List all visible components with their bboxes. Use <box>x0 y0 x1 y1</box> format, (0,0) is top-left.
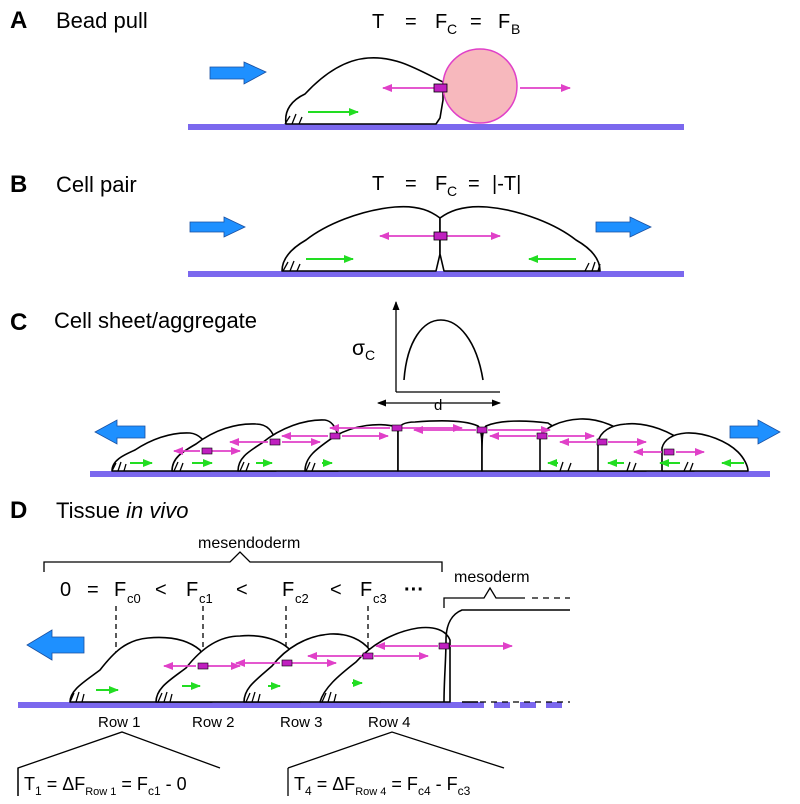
junction-c-7 <box>596 438 608 446</box>
ineq-lt-3: < <box>330 579 342 601</box>
eq-a-f: F <box>435 11 447 33</box>
junction-c-2 <box>269 438 281 446</box>
panel-title-c: Cell sheet/aggregate <box>54 308 257 333</box>
panel-d: D Tissue in vivo mesendoderm mesoderm 0 … <box>10 497 570 798</box>
stress-profile-plot: σ C d <box>352 301 501 414</box>
panel-title-b: Cell pair <box>56 172 137 197</box>
panel-letter-a: A <box>10 7 27 34</box>
mesoderm-label: mesoderm <box>454 569 530 586</box>
t1-equation: T1 = ΔFRow 1 = Fc1 - 0 <box>24 774 187 798</box>
cell-a <box>284 57 444 125</box>
cell-b-left <box>281 205 441 272</box>
panel-letter-d: D <box>10 497 27 524</box>
eq-a-sub-c: C <box>447 21 457 37</box>
migration-arrow-left-d <box>26 629 85 661</box>
equation-a: T = F C = F B <box>372 11 520 37</box>
ineq-f0: F <box>114 579 126 601</box>
d-label: d <box>434 397 442 414</box>
sigma-label: σ <box>352 337 365 360</box>
force-inequality: 0 = F c0 < F c1 < F c2 < F c3 ··· <box>60 579 424 606</box>
eq-a-equals-2: = <box>470 11 482 33</box>
migration-arrow-left-b <box>189 216 246 238</box>
substrate-d <box>18 702 484 708</box>
panel-title-d: Tissue in vivo <box>56 498 188 523</box>
ineq-zero: 0 <box>60 579 71 601</box>
substrate-dash-2 <box>520 702 536 708</box>
ineq-lt-2: < <box>236 579 248 601</box>
mesendoderm-bracket <box>43 551 443 572</box>
eq-a-sub-b: B <box>511 21 520 37</box>
ineq-f2: F <box>282 579 294 601</box>
substrate-a <box>188 124 684 130</box>
substrate-dash-1 <box>494 702 510 708</box>
junction-c-5 <box>476 426 488 434</box>
panel-c: C Cell sheet/aggregate σ C d <box>10 301 781 477</box>
panel-title-a: Bead pull <box>56 8 148 33</box>
junction-c-6 <box>536 432 548 440</box>
junction-d-4 <box>438 642 450 650</box>
bead <box>442 48 518 124</box>
panel-a: A Bead pull T = F C = F B <box>10 7 684 130</box>
ineq-equals: = <box>87 579 99 601</box>
t4-equation: T4 = ΔFRow 4 = Fc4 - Fc3 <box>294 774 471 798</box>
panel-letter-c: C <box>10 309 27 336</box>
substrate-b <box>188 271 684 277</box>
junction-a <box>433 83 448 93</box>
eq-b-t: T <box>372 173 384 195</box>
migration-arrow-right-c <box>729 419 781 445</box>
eq-b-abs: |-T| <box>492 173 521 195</box>
migration-arrow-right-b <box>595 216 652 238</box>
row-label-4: Row 4 <box>368 714 411 731</box>
mesoderm-bracket <box>443 586 525 608</box>
sigma-sub-c: C <box>365 347 375 363</box>
eq-b-equals-2: = <box>468 173 480 195</box>
cell-c-r3 <box>661 432 749 472</box>
row-label-2: Row 2 <box>192 714 235 731</box>
substrate-d-dashed <box>494 702 562 708</box>
panel-letter-b: B <box>10 171 27 198</box>
t4-callout-lines <box>287 731 505 769</box>
mesendoderm-label: mesendoderm <box>198 535 300 552</box>
ineq-sub-c0: c0 <box>127 591 141 606</box>
filopodia-c <box>111 461 694 472</box>
mesoderm-edge <box>443 609 570 703</box>
ineq-lt-1: < <box>155 579 167 601</box>
substrate-c <box>90 471 770 477</box>
junction-c-8 <box>663 448 675 456</box>
row-label-3: Row 3 <box>280 714 323 731</box>
eq-b-equals-1: = <box>405 173 417 195</box>
eq-a-fb: F <box>498 11 510 33</box>
equation-b: T = F C = |-T| <box>372 173 521 199</box>
ineq-f1: F <box>186 579 198 601</box>
junction-c-4 <box>391 424 403 432</box>
ineq-f3: F <box>360 579 372 601</box>
filopodia-a <box>284 113 303 125</box>
ineq-sub-c2: c2 <box>295 591 309 606</box>
ineq-sub-c3: c3 <box>373 591 387 606</box>
stress-curve <box>403 319 484 381</box>
cell-b-right <box>439 205 601 272</box>
junction-d-1 <box>197 662 209 670</box>
filopodia-d <box>69 691 337 703</box>
migration-arrow-left-c <box>94 419 146 445</box>
eq-a-equals-1: = <box>405 11 417 33</box>
eq-b-f: F <box>435 173 447 195</box>
eq-a-t: T <box>372 11 384 33</box>
junction-d-3 <box>362 652 374 660</box>
junction-d-2 <box>281 659 293 667</box>
junction-c-3 <box>329 432 341 440</box>
ineq-sub-c1: c1 <box>199 591 213 606</box>
row-label-1: Row 1 <box>98 714 141 731</box>
migration-arrow-left <box>209 61 267 85</box>
junction-c-1 <box>201 447 213 455</box>
junction-b <box>433 231 448 241</box>
eq-b-sub-c: C <box>447 183 457 199</box>
filopodia-b <box>282 260 601 272</box>
ineq-ellipsis: ··· <box>404 579 424 601</box>
panel-b: B Cell pair T = F C = |-T| <box>10 171 684 277</box>
substrate-dash-3 <box>546 702 562 708</box>
